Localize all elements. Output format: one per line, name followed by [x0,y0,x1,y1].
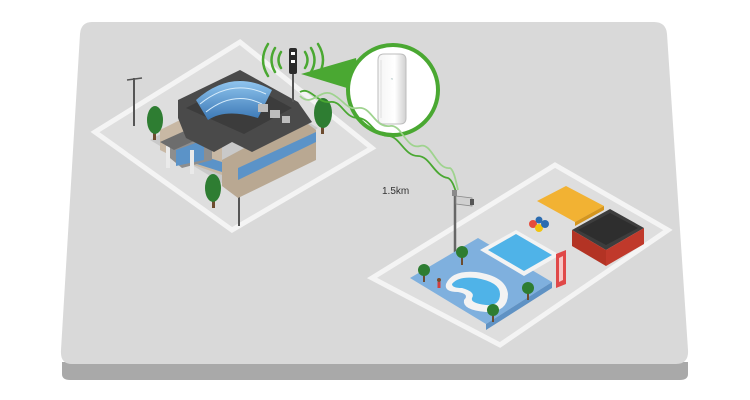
person-figure [437,278,441,288]
billboard [556,250,566,288]
distance-label: 1.5km [382,186,409,197]
